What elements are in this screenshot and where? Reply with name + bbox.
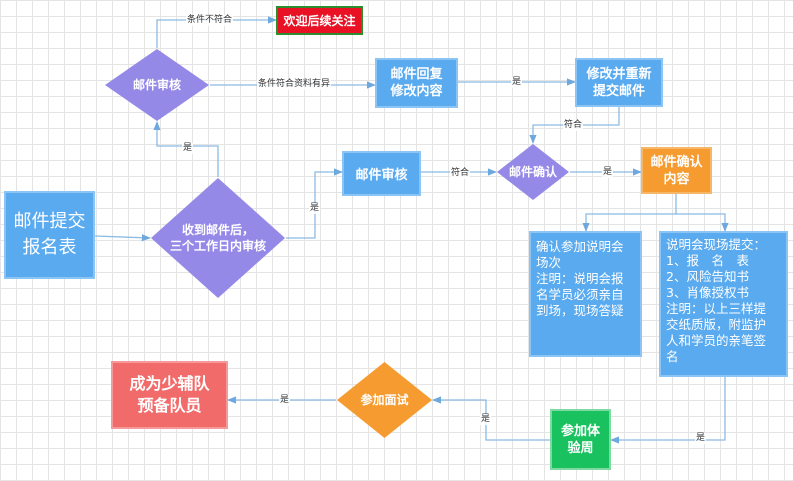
confirm-content-box[interactable]: 邮件确认 内容 — [641, 147, 712, 194]
edge-label-yes-confirm: 是 — [602, 167, 614, 178]
form-box[interactable]: 邮件提交 报名表 — [4, 191, 95, 279]
edge-trial-to-interview — [432, 396, 550, 441]
edge-label-yes-reply-resubmit: 是 — [511, 77, 523, 88]
review-box[interactable]: 邮件审核 — [342, 151, 421, 196]
edge-content-to-right-box — [676, 213, 729, 232]
edge-label-met-with-issues: 条件符合资料有异 — [257, 79, 332, 90]
edge-label-not-met: 条件不符合 — [186, 15, 234, 26]
edge-label-yes-received-right: 是 — [309, 203, 321, 214]
onsite-submit-box[interactable]: 说明会现场提交： 1、报 名 表 2、风险告知书 3、肖像授权书 注明：以上三样… — [659, 231, 788, 377]
trial-week-box[interactable]: 参加体 验周 — [550, 409, 611, 470]
edge-label-review-confirm: 符合 — [450, 168, 471, 179]
confirm-diamond-label: 邮件确认 — [508, 164, 557, 179]
edge-content-to-left-box — [582, 194, 677, 232]
confirm-diamond[interactable]: 邮件确认 — [496, 143, 570, 201]
edge-review-diamond-to-welcome — [156, 16, 277, 48]
edge-label-yes-received-up: 是 — [182, 143, 194, 154]
received-diamond[interactable]: 收到邮件后， 三个工作日内审核 — [150, 177, 286, 299]
review-diamond[interactable]: 邮件审核 — [104, 48, 210, 122]
received-diamond-label: 收到邮件后， 三个工作日内审核 — [169, 222, 266, 253]
edge-label-yes-trial-interview: 是 — [480, 414, 492, 425]
edge-form-to-received — [94, 234, 151, 242]
reply-box[interactable]: 邮件回复 修改内容 — [375, 58, 458, 108]
interview-diamond-label: 参加面试 — [360, 392, 409, 407]
edge-label-yes-interview-final: 是 — [279, 395, 291, 406]
welcome-box[interactable]: 欢迎后续关注 — [276, 6, 363, 35]
edge-right-box-to-trial — [610, 377, 726, 444]
resubmit-box[interactable]: 修改并重新 提交邮件 — [575, 58, 663, 107]
edge-label-yes-to-trial: 是 — [695, 433, 707, 444]
interview-diamond[interactable]: 参加面试 — [336, 361, 433, 439]
edge-label-resubmit-confirm: 符合 — [563, 120, 584, 131]
final-box[interactable]: 成为少辅队 预备队员 — [111, 361, 228, 429]
review-diamond-label: 邮件审核 — [132, 77, 181, 92]
confirm-session-box[interactable]: 确认参加说明会 场次 注明：说明会报 名学员必须亲自 到场，现场答疑 — [529, 231, 642, 357]
